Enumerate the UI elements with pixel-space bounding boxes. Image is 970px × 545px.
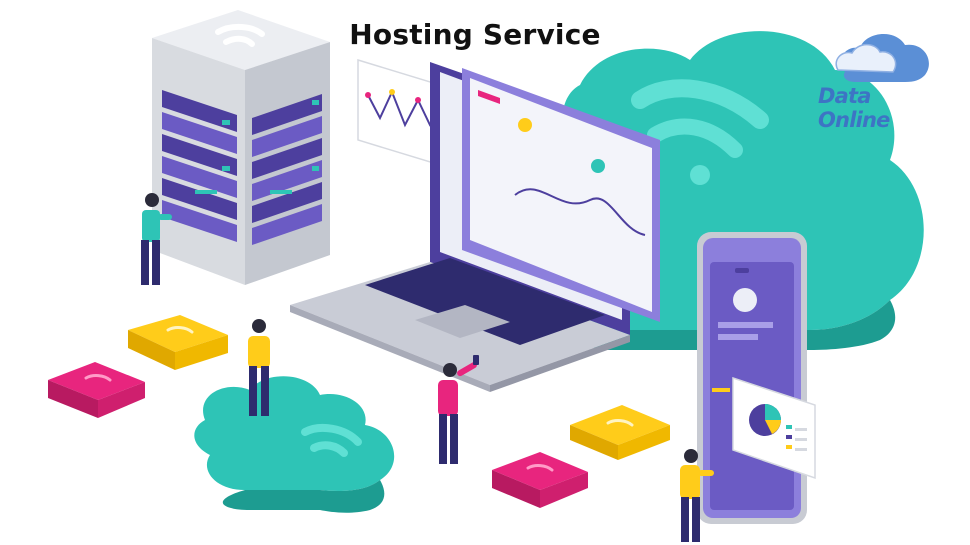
folder-icon	[492, 452, 588, 508]
cloud-wifi-icon	[631, 79, 769, 185]
person-icon	[248, 319, 270, 416]
server-wifi-icon	[215, 24, 265, 47]
server-rack-icon	[152, 10, 330, 285]
person-icon	[680, 449, 714, 542]
server-units-left	[162, 90, 237, 242]
folder-icon	[48, 362, 145, 418]
laptop-keyboard	[365, 258, 605, 345]
folder-icon	[570, 405, 670, 460]
person-icon	[141, 193, 172, 285]
person-icon	[438, 355, 479, 464]
page-title: Hosting Service	[349, 18, 601, 51]
small-cloud-wifi-icon	[301, 423, 362, 457]
server-units-right	[252, 94, 322, 245]
smartphone-icon	[697, 232, 807, 524]
small-cloud-icon	[194, 376, 395, 513]
folder-icon	[128, 315, 228, 370]
data-online-logo	[835, 33, 929, 82]
logo-text: Data Online	[818, 84, 890, 132]
pie-chart-icon	[732, 376, 816, 480]
laptop-icon	[290, 62, 660, 392]
